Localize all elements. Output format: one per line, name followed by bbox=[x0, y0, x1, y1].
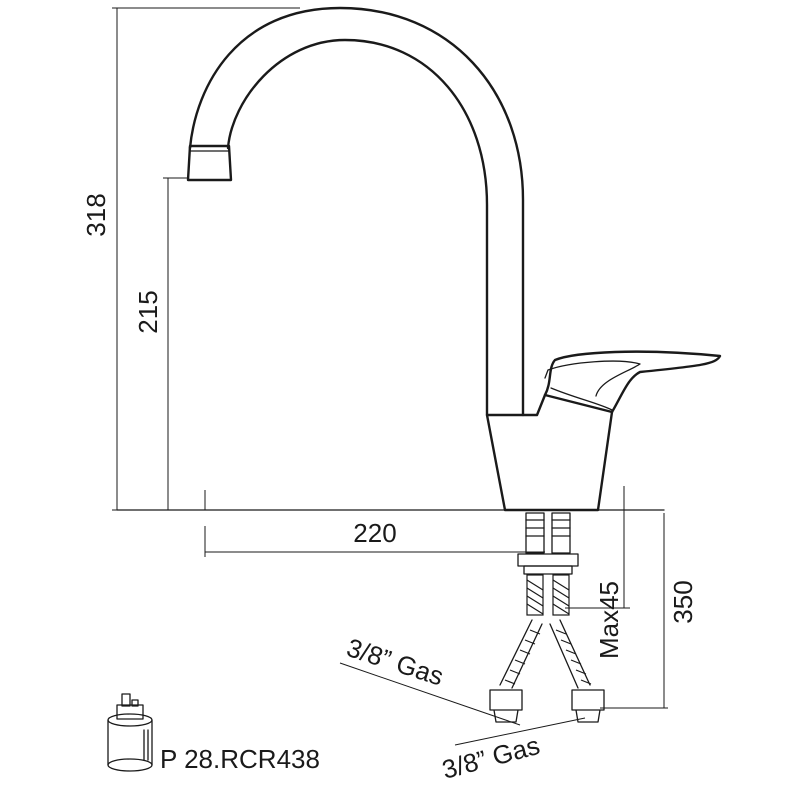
left-connection-label: 3/8” Gas bbox=[339, 632, 521, 726]
dim-label-318: 318 bbox=[81, 193, 111, 236]
dimension-220: 220 bbox=[204, 518, 545, 557]
spout-outer bbox=[188, 6, 525, 417]
dim-label-max45: Max45 bbox=[594, 581, 624, 659]
dim-label-350: 350 bbox=[668, 580, 698, 623]
lever-handle bbox=[543, 350, 722, 414]
lever-detail bbox=[544, 360, 641, 397]
left-hose-fitting bbox=[489, 689, 523, 723]
cartridge-code: P 28.RCR438 bbox=[160, 744, 320, 774]
dim-label-220: 220 bbox=[353, 518, 396, 548]
aerator bbox=[186, 144, 233, 182]
dimension-350: 350 bbox=[600, 513, 698, 709]
right-connection-label: 3/8” Gas bbox=[439, 717, 586, 785]
right-hose-fitting bbox=[571, 689, 605, 723]
dim-label-215: 215 bbox=[133, 290, 163, 333]
mixer-body bbox=[485, 393, 614, 512]
spout-inner bbox=[226, 38, 489, 417]
cartridge-icon bbox=[107, 693, 153, 772]
dimension-max45: Max45 bbox=[565, 486, 630, 659]
right-connection-text: 3/8” Gas bbox=[439, 730, 543, 785]
dimension-215: 215 bbox=[133, 177, 188, 510]
left-connection-text: 3/8” Gas bbox=[343, 632, 447, 691]
faucet-body bbox=[186, 6, 722, 512]
supply-hoses bbox=[489, 512, 605, 723]
dimension-318: 318 bbox=[81, 7, 300, 511]
